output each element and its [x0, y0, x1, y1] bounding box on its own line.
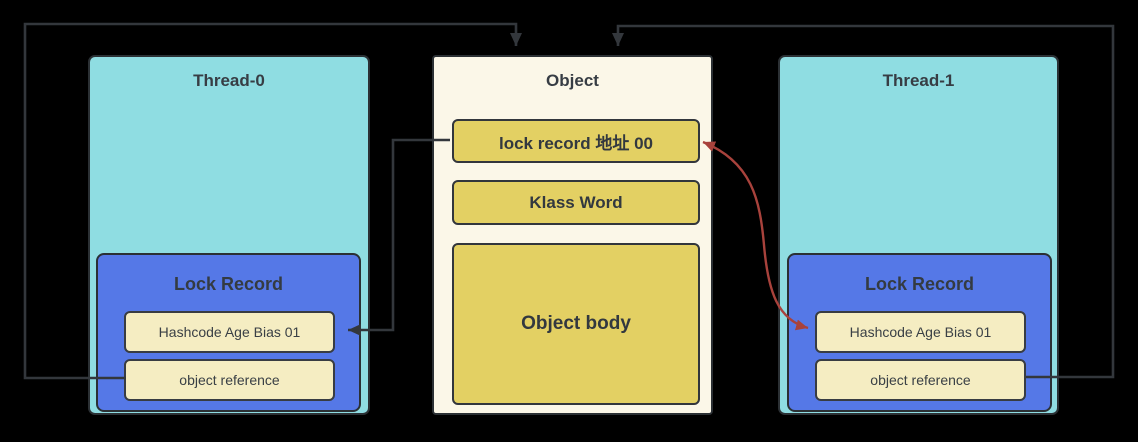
object-box: Object lock record 地址 00 Klass Word Obje… — [432, 55, 713, 415]
thread1-displaced-mark-word-slot: Hashcode Age Bias 01 — [815, 311, 1026, 353]
thread0-displaced-mark-word-slot: Hashcode Age Bias 01 — [124, 311, 335, 353]
object-title: Object — [546, 71, 599, 90]
object-klass-word-row: Klass Word — [452, 180, 700, 225]
thread0-box: Thread-0 Lock Record Hashcode Age Bias 0… — [88, 55, 370, 415]
thread1-box: Thread-1 Lock Record Hashcode Age Bias 0… — [778, 55, 1059, 415]
thread1-lock-record-box: Lock Record Hashcode Age Bias 01 object … — [787, 253, 1052, 412]
thread0-lock-record-title: Lock Record — [173, 274, 284, 294]
thread1-object-reference-slot: object reference — [815, 359, 1026, 401]
thread1-lock-record-title: Lock Record — [864, 274, 975, 294]
thread0-object-reference-slot: object reference — [124, 359, 335, 401]
thread0-lock-record-box: Lock Record Hashcode Age Bias 01 object … — [96, 253, 361, 412]
object-mark-word-row: lock record 地址 00 — [452, 119, 700, 163]
thread0-title: Thread-0 — [193, 71, 265, 90]
object-body-row: Object body — [452, 243, 700, 405]
thread1-title: Thread-1 — [882, 71, 955, 90]
